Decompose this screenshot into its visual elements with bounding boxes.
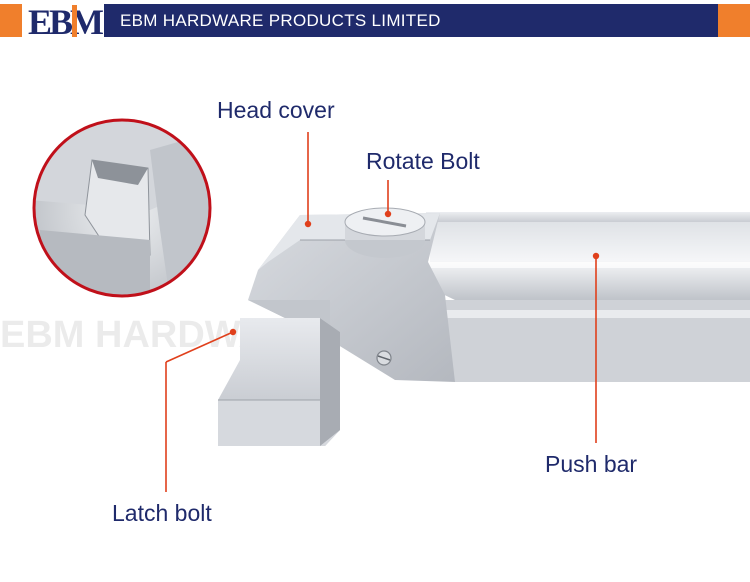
banner-accent-right	[718, 4, 750, 37]
callout-lines	[165, 132, 597, 492]
company-name: EBM HARDWARE PRODUCTS LIMITED	[120, 11, 441, 30]
header-banner: EBM EBM HARDWARE PRODUCTS LIMITED	[0, 0, 750, 43]
logo-text: EBM	[28, 2, 103, 40]
brand-logo: EBM	[28, 2, 104, 40]
zoom-inset	[32, 118, 212, 298]
latch-bolt	[218, 318, 340, 446]
banner-accent-left	[0, 4, 22, 37]
label-head-cover: Head cover	[217, 97, 335, 123]
rotate-bolt	[344, 207, 426, 258]
callout-dots	[229, 210, 600, 336]
label-latch-bolt: Latch bolt	[112, 500, 212, 526]
cover-screw	[376, 350, 392, 366]
company-title-bar: EBM HARDWARE PRODUCTS LIMITED	[104, 4, 718, 37]
callout-line-latch-bolt	[165, 331, 234, 363]
label-rotate-bolt: Rotate Bolt	[366, 148, 480, 174]
label-push-bar: Push bar	[545, 451, 638, 477]
push-bar	[426, 212, 750, 382]
